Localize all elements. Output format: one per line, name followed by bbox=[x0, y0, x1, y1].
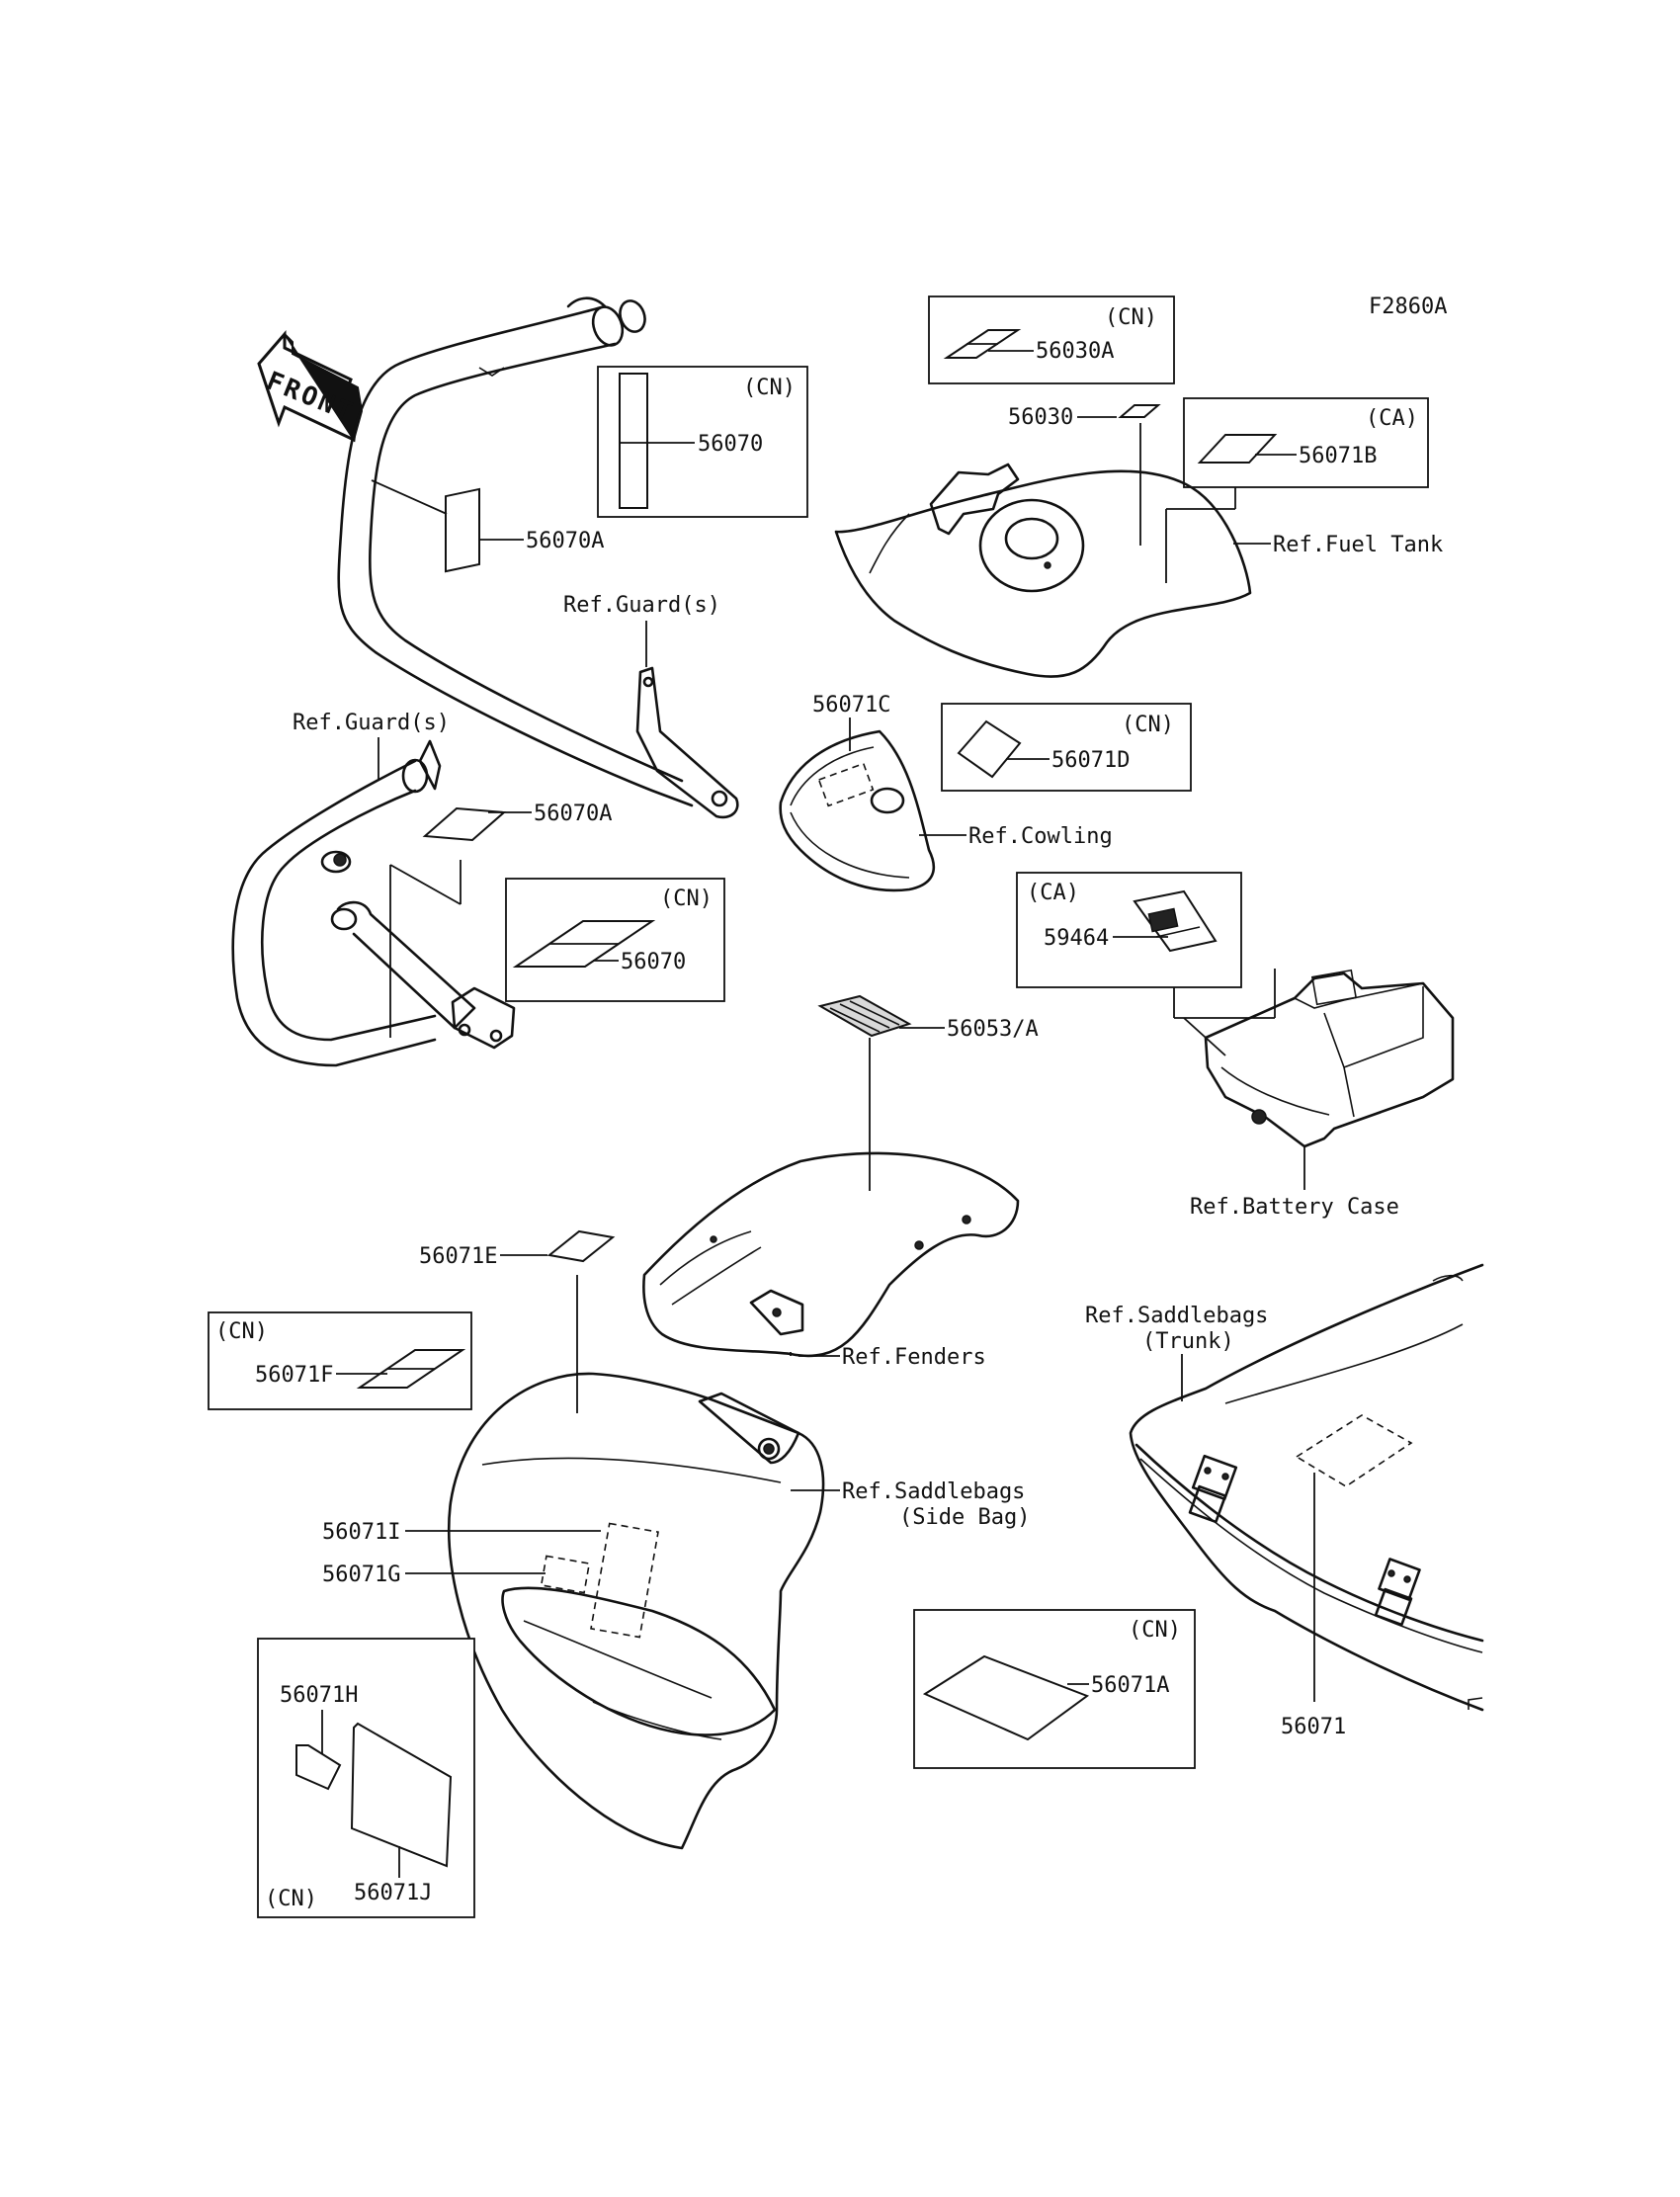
label-56070A-bottom: 56070A bbox=[534, 802, 612, 826]
label-59464: 59464 bbox=[1044, 926, 1109, 951]
tag-cn-56071F: (CN) bbox=[215, 1319, 268, 1344]
tag-cn-56071D: (CN) bbox=[1122, 713, 1174, 737]
label-56053A: 56053/A bbox=[947, 1017, 1039, 1042]
decal-56053A bbox=[817, 994, 912, 1038]
label-56071: 56071 bbox=[1281, 1715, 1346, 1739]
decal-56070A-top bbox=[445, 487, 480, 573]
tag-ca-56071B: (CA) bbox=[1366, 406, 1418, 431]
label-56071G: 56071G bbox=[322, 1563, 400, 1587]
decal-56071H bbox=[295, 1744, 342, 1791]
decal-59464 bbox=[1133, 889, 1218, 953]
ref-battery-case: Ref.Battery Case bbox=[1190, 1195, 1399, 1220]
side-bag-drawing bbox=[447, 1372, 825, 1850]
figure-code: F2860A bbox=[1369, 295, 1447, 319]
cowling-drawing bbox=[779, 729, 935, 892]
decal-56071A bbox=[922, 1654, 1090, 1741]
fuel-tank-drawing bbox=[834, 463, 1252, 678]
label-56030A: 56030A bbox=[1036, 339, 1114, 364]
tag-cn-56070-top: (CN) bbox=[743, 376, 796, 400]
label-56070-cn-bottom: 56070 bbox=[621, 950, 686, 974]
ref-cowling: Ref.Cowling bbox=[968, 824, 1113, 849]
label-56070-cn-top: 56070 bbox=[698, 432, 763, 457]
box-56030A-cn bbox=[928, 296, 1175, 384]
trunk-drawing bbox=[1129, 1263, 1484, 1712]
tag-cn-56071A: (CN) bbox=[1129, 1618, 1181, 1643]
label-56071C: 56071C bbox=[812, 693, 890, 718]
ref-saddlebags-trunk-1: Ref.Saddlebags bbox=[1085, 1304, 1268, 1328]
battery-case-drawing bbox=[1204, 969, 1455, 1148]
label-56070A-top: 56070A bbox=[526, 529, 604, 553]
label-56071J: 56071J bbox=[354, 1881, 432, 1905]
ref-saddlebags-side-2: (Side Bag) bbox=[899, 1505, 1030, 1530]
rear-guard-drawing bbox=[231, 739, 516, 1067]
front-arrow-icon: FRONT bbox=[257, 329, 364, 443]
tag-ca-59464: (CA) bbox=[1027, 881, 1079, 905]
label-56071B: 56071B bbox=[1299, 444, 1377, 468]
trunk-hinge-rear bbox=[1374, 1558, 1421, 1627]
decal-56071J bbox=[350, 1722, 453, 1868]
tag-cn-56071HJ: (CN) bbox=[265, 1887, 317, 1911]
label-56071E: 56071E bbox=[419, 1244, 497, 1269]
label-56071A: 56071A bbox=[1091, 1673, 1169, 1698]
ref-fuel-tank: Ref.Fuel Tank bbox=[1273, 533, 1443, 557]
ref-saddlebags-trunk-2: (Trunk) bbox=[1142, 1329, 1234, 1354]
ref-guards-left: Ref.Guard(s) bbox=[293, 711, 450, 735]
label-56071F: 56071F bbox=[255, 1363, 333, 1388]
decal-56070-cn-top bbox=[619, 373, 648, 509]
ref-guards-top: Ref.Guard(s) bbox=[563, 593, 720, 618]
decal-56071B bbox=[1197, 434, 1278, 464]
label-56030: 56030 bbox=[1008, 405, 1073, 430]
label-56071H: 56071H bbox=[280, 1683, 358, 1708]
trunk-hinge-front bbox=[1188, 1454, 1238, 1524]
front-guard-drawing bbox=[337, 296, 739, 819]
label-56071I: 56071I bbox=[322, 1520, 400, 1545]
decal-56071E bbox=[546, 1229, 616, 1263]
ref-saddlebags-side-1: Ref.Saddlebags bbox=[842, 1479, 1025, 1504]
tag-cn-56070-bottom: (CN) bbox=[660, 887, 713, 911]
decal-56030 bbox=[1118, 404, 1161, 418]
tag-cn-56030A: (CN) bbox=[1105, 305, 1157, 330]
ref-fenders: Ref.Fenders bbox=[842, 1345, 986, 1370]
decal-56071D bbox=[957, 719, 1022, 779]
label-56071D: 56071D bbox=[1051, 748, 1130, 773]
fenders-drawing bbox=[642, 1151, 1020, 1358]
